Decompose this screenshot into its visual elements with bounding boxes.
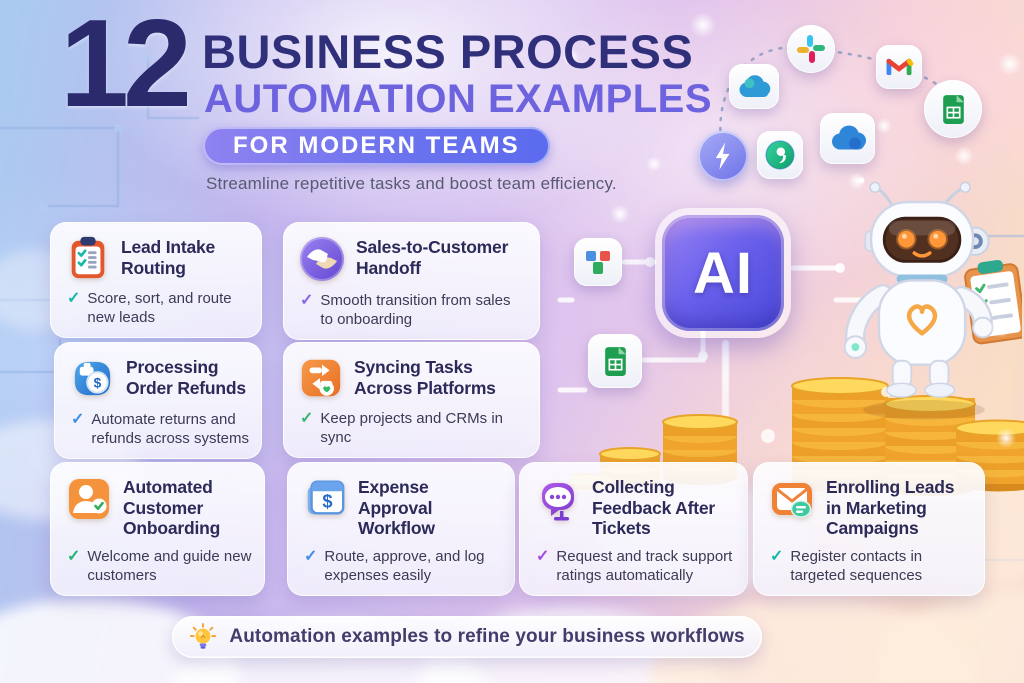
card-description-row: ✓ Smooth transition from sales to onboar… <box>298 291 527 329</box>
card-description: Score, sort, and route new leads <box>87 290 232 327</box>
check-icon: ✓ <box>67 290 81 307</box>
lightbulb-icon <box>190 623 217 649</box>
sparkle <box>998 52 1022 76</box>
header-count: 12 <box>60 0 192 133</box>
card-collecting-feedback-after-tickets: Collecting Feedback After Tickets ✓ Requ… <box>519 462 748 597</box>
cloud <box>880 588 1024 683</box>
check-icon: ✓ <box>71 411 85 428</box>
sparkle <box>610 204 630 224</box>
card-title: Collecting Feedback After Tickets <box>592 477 715 539</box>
header-badge: FOR MODERN TEAMS <box>203 127 550 165</box>
card-lead-intake-routing: Lead Intake Routing ✓ Score, sort, and r… <box>50 222 262 339</box>
card-description: Register contacts in targeted sequences <box>790 547 923 585</box>
svg-text:$: $ <box>94 375 102 390</box>
card-header: Enrolling Leads in Marketing Campaigns <box>768 475 972 539</box>
clipboard-checklist-icon <box>71 236 105 279</box>
sparkle <box>954 146 974 166</box>
card-description-row: ✓ Register contacts in targeted sequence… <box>768 547 972 585</box>
card-description: Automate returns and refunds across syst… <box>91 411 249 448</box>
card-title: Automated Customer Onboarding <box>123 477 221 539</box>
card-header: $ Expense Approval Workflow <box>302 475 502 539</box>
chat-feedback-icon <box>542 483 574 521</box>
card-description-row: ✓ Automate returns and refunds across sy… <box>69 410 249 448</box>
chat-comma-icon <box>757 131 803 179</box>
card-description: Route, approve, and log expenses easily <box>324 547 485 585</box>
card-processing-order-refunds: $ Processing Order Refunds ✓ Automate re… <box>54 342 262 460</box>
sparkle <box>646 156 662 172</box>
footer-banner-text: Automation examples to refine your busin… <box>229 626 745 647</box>
gmail-icon <box>876 45 922 89</box>
svg-text:$: $ <box>322 492 332 512</box>
user-check-icon <box>69 479 109 519</box>
lightning-bolt-icon <box>698 131 748 181</box>
ai-chip: AI <box>655 208 791 338</box>
card-description: Welcome and guide new customers <box>87 547 252 585</box>
check-icon: ✓ <box>67 547 81 565</box>
header-subtitle: Streamline repetitive tasks and boost te… <box>206 174 617 193</box>
check-icon: ✓ <box>300 292 314 309</box>
mail-campaign-icon <box>772 483 812 518</box>
check-icon: ✓ <box>300 410 314 427</box>
card-description: Keep projects and CRMs in sync <box>320 410 503 447</box>
card-description-row: ✓ Welcome and guide new customers <box>65 547 252 585</box>
card-header: Syncing Tasks Across Platforms <box>298 355 527 401</box>
slack-icon <box>787 25 835 73</box>
card-header: $ Processing Order Refunds <box>69 355 249 402</box>
footer-banner: Automation examples to refine your busin… <box>172 616 762 658</box>
card-title: Sales-to-Customer Handoff <box>356 237 509 278</box>
card-header: Collecting Feedback After Tickets <box>534 475 735 539</box>
card-description-row: ✓ Route, approve, and log expenses easil… <box>302 547 502 585</box>
card-title: Expense Approval Workflow <box>358 477 435 539</box>
card-description: Request and track support ratings automa… <box>556 547 733 585</box>
card-sales-to-customer-handoff: Sales-to-Customer Handoff ✓ Smooth trans… <box>283 222 540 341</box>
sparkle <box>876 118 892 134</box>
sync-arrows-icon <box>301 359 341 397</box>
card-syncing-tasks-across-platforms: Syncing Tasks Across Platforms ✓ Keep pr… <box>283 342 540 459</box>
google-sheets-icon <box>924 80 982 138</box>
header-title-line1: BUSINESS PROCESS <box>202 25 694 78</box>
ai-cube-face: AI <box>662 215 784 331</box>
header-badge-label: FOR MODERN TEAMS <box>233 132 520 159</box>
card-description: Smooth transition from sales to onboardi… <box>320 292 511 329</box>
card-description-row: ✓ Keep projects and CRMs in sync <box>298 409 527 447</box>
card-title: Enrolling Leads in Marketing Campaigns <box>826 477 955 539</box>
ai-label: AI <box>693 240 753 306</box>
card-automated-customer-onboarding: Automated Customer Onboarding ✓ Welcome … <box>50 462 265 597</box>
card-header: Lead Intake Routing <box>65 235 249 281</box>
check-icon: ✓ <box>536 547 550 565</box>
card-description-row: ✓ Score, sort, and route new leads <box>65 289 249 327</box>
expense-dollar-icon: $ <box>307 480 345 515</box>
refund-dollar-icon: $ <box>74 361 111 396</box>
card-header: Automated Customer Onboarding <box>65 475 252 539</box>
card-description-row: ✓ Request and track support ratings auto… <box>534 547 735 585</box>
salesforce-cloud-icon <box>729 64 779 109</box>
header-title-line2: AUTOMATION EXAMPLES <box>204 77 713 121</box>
sparkle <box>690 12 716 38</box>
robot-mascot-with-clipboard <box>843 177 1022 420</box>
check-icon: ✓ <box>770 547 784 565</box>
card-enrolling-leads-in-marketing-campaigns: Enrolling Leads in Marketing Campaigns ✓… <box>753 462 985 597</box>
handshake-icon <box>300 237 344 281</box>
app-grid-icon <box>574 238 622 286</box>
card-expense-approval-workflow: $ Expense Approval Workflow ✓ Route, app… <box>287 462 515 597</box>
check-icon: ✓ <box>304 547 318 565</box>
card-title: Lead Intake Routing <box>121 237 216 278</box>
salesforce-cloud-icon <box>820 113 875 164</box>
card-title: Syncing Tasks Across Platforms <box>354 357 496 398</box>
card-title: Processing Order Refunds <box>126 357 246 398</box>
card-header: Sales-to-Customer Handoff <box>298 235 527 283</box>
